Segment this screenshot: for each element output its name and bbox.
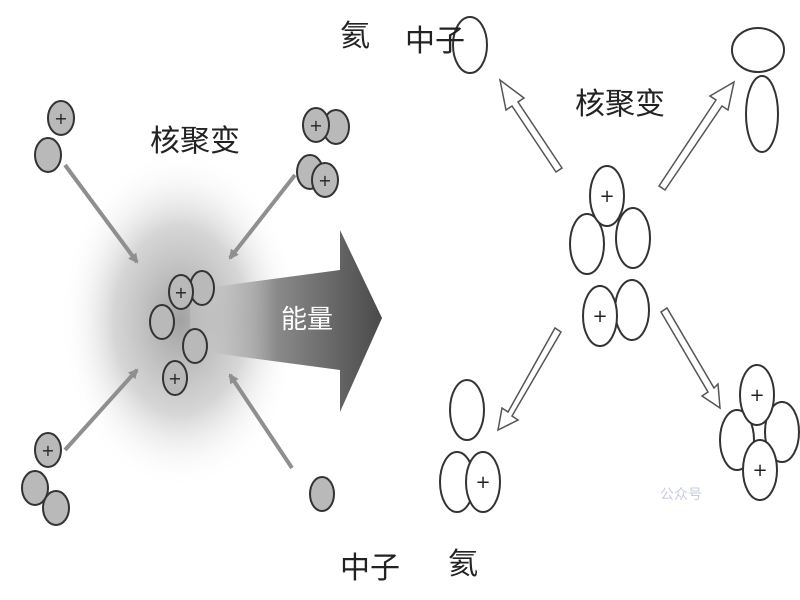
plus-sign: +: [752, 460, 767, 481]
arrow-in-top-right: [228, 173, 297, 260]
label-fusion-right: 核聚变: [575, 87, 665, 122]
neutron-particle: [42, 490, 70, 526]
label-energy: 能量: [281, 305, 334, 335]
neutron-particle: [764, 401, 800, 463]
label-helium-top: 氦: [340, 19, 370, 54]
arrow-out-top-right: [657, 80, 736, 192]
free-neutron-left: [309, 476, 335, 512]
plus-sign: +: [41, 441, 54, 460]
cluster-bottom-left: [439, 379, 501, 513]
neutron-particle: [615, 207, 651, 269]
label-helium-bottom: 氦: [448, 547, 478, 582]
plus-sign: +: [174, 283, 187, 302]
plus-sign: +: [749, 385, 764, 406]
watermark: 公众号: [660, 487, 702, 503]
proton-particle: [302, 107, 330, 143]
deuterium-top-right-partial: [731, 27, 785, 153]
hollow-arrows: [496, 78, 736, 432]
plus-sign: +: [168, 369, 181, 388]
energy-arrow: [190, 230, 382, 412]
fusion-glow: [60, 150, 300, 490]
neutron-particle: [449, 379, 485, 441]
label-fusion-left: 核聚变: [150, 124, 240, 159]
proton-particle: [742, 439, 778, 501]
neutron-particle: [745, 75, 779, 153]
arrow-out-top-left: [498, 78, 564, 174]
proton-particle: [162, 360, 188, 396]
arrow-in-top-left: [63, 163, 139, 264]
proton-particle: [589, 165, 625, 227]
proton-particle: [168, 274, 194, 310]
deuterium-bottom-left: [21, 432, 70, 526]
plus-sign: +: [54, 109, 67, 128]
neutron-particle: [182, 328, 208, 364]
proton-particle: [731, 27, 785, 73]
arrow-out-bottom-right: [659, 306, 721, 410]
fused-cluster: [149, 270, 215, 396]
arrow-in-bottom-right: [228, 373, 294, 470]
proton-particle: [739, 364, 775, 426]
neutron-particle: [569, 213, 605, 275]
free-neutron-right: [452, 16, 488, 74]
proton-particle: [582, 285, 618, 347]
cluster-bottom-right: [719, 364, 800, 501]
arrow-in-bottom-left: [63, 368, 139, 452]
arrow-out-bottom-left: [496, 326, 563, 432]
proton-particle: [34, 432, 62, 468]
plus-sign: +: [318, 171, 331, 190]
label-neutron-bottom: 中子: [340, 551, 400, 586]
neutron-particle: [149, 304, 175, 340]
plus-sign: +: [599, 186, 614, 207]
proton-particle: [311, 162, 339, 198]
neutron-particle: [21, 470, 49, 506]
plus-sign: +: [475, 472, 490, 493]
cluster-right: [569, 165, 651, 347]
proton-particle: [47, 100, 75, 136]
label-neutron-top: 中子: [405, 24, 465, 59]
plus-sign: +: [592, 306, 607, 327]
tritium-top-right: [296, 107, 350, 198]
deuterium-top-left: [34, 100, 75, 173]
plus-sign: +: [309, 116, 322, 135]
neutron-particle: [34, 137, 62, 173]
neutron-particle: [614, 279, 650, 341]
proton-particle: [465, 451, 501, 513]
